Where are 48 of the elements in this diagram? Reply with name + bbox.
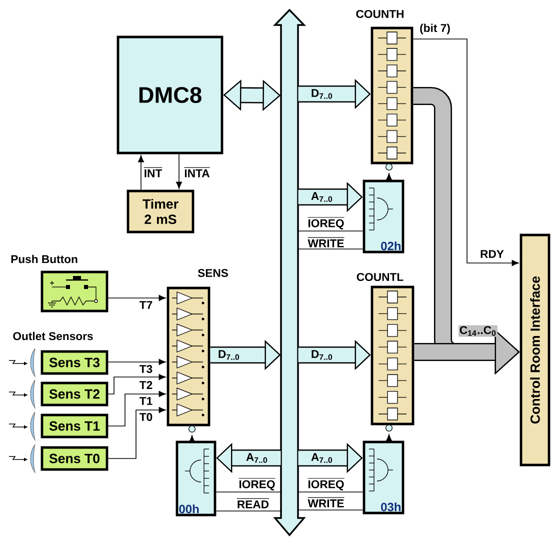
edge-label: T3 [138, 364, 154, 374]
edge-label: WRITE [306, 236, 346, 248]
edge-label: A$_{7..0}$ [245, 452, 269, 464]
edge-label: READ [236, 496, 270, 510]
edge-label: (bit 7) [418, 22, 452, 36]
label: RDY [480, 250, 504, 258]
sensor-box: Sens T3 [40, 350, 108, 375]
heading: COUNTH [356, 10, 404, 18]
edge-label: T2 [138, 380, 154, 390]
edge-label: IOREQ [238, 476, 276, 492]
interface-box: Control Room Interface [520, 234, 550, 466]
edge-label: D$_{7..0}$ [310, 349, 334, 361]
arrow [108, 407, 166, 459]
sensor-box: Sens T0 [40, 446, 108, 471]
edge-label: IOREQ [306, 476, 346, 492]
signal-line [298, 248, 364, 250]
signal-line [216, 510, 282, 512]
edge-label: T0 [138, 412, 154, 422]
arrow [108, 391, 166, 426]
edge-label: WRITE [306, 496, 346, 508]
timer-box: Timer 2 mS [126, 190, 194, 234]
edge-label: INT [143, 166, 163, 178]
processor-box: DMC8 [116, 36, 224, 154]
edge-label: D$_{7..0}$ [217, 349, 241, 361]
edge-label: A$_{7..0}$ [310, 452, 334, 464]
edge-label: C$_{14}$..C$_{0}$ [458, 325, 498, 337]
edge-label: INTA [183, 166, 211, 178]
arrow [386, 173, 392, 180]
edge-label: T1 [138, 396, 154, 406]
heading: SENS [198, 269, 228, 277]
arrow [176, 154, 182, 189]
arrow [138, 155, 144, 190]
edge-label: D$_{7..0}$ [310, 88, 334, 100]
sensor-box: Sens T2 [40, 382, 108, 406]
heading: COUNTL [356, 273, 404, 281]
arrow [386, 434, 392, 442]
arrow [412, 38, 519, 266]
edge-label: T7 [138, 300, 154, 310]
edge-label: IOREQ [306, 216, 346, 230]
arrow [108, 295, 166, 301]
signal-line [298, 230, 364, 232]
heading: Push Button [11, 254, 78, 264]
label: Outlet Sensors [13, 332, 93, 340]
arrow [108, 374, 166, 394]
arrow [108, 359, 166, 365]
sensor-box: Sens T1 [40, 414, 108, 438]
arrow [189, 435, 195, 442]
edge-label: A$_{7..0}$ [310, 191, 334, 203]
